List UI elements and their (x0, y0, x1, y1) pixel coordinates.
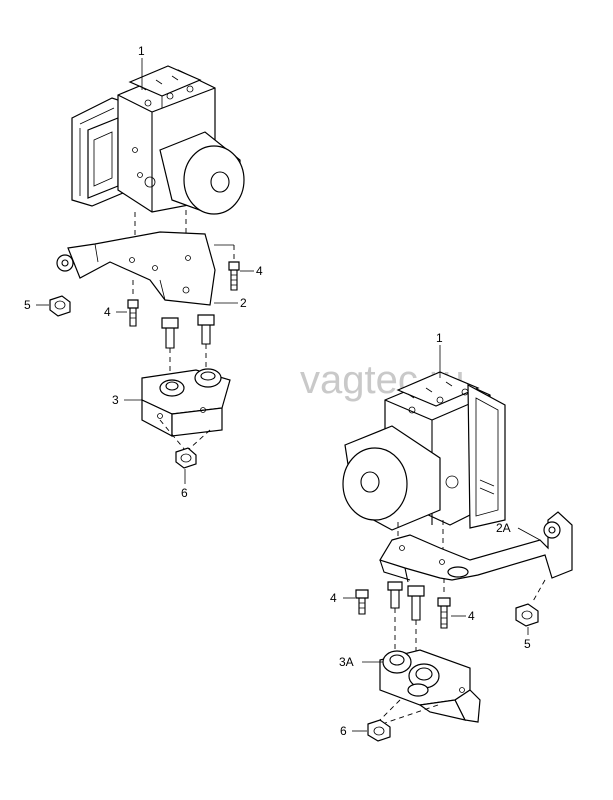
nut-upper (49, 295, 71, 317)
callout-4-top-right: 4 (256, 264, 263, 278)
callout-1-bottom: 1 (436, 331, 443, 345)
callout-6-bottom: 6 (340, 724, 347, 738)
callout-3a-bottom: 3A (339, 655, 354, 669)
abs-unit-upper (71, 65, 245, 215)
studs-lower (387, 581, 425, 621)
callout-2a-bottom: 2A (496, 521, 511, 535)
nut-6-upper (175, 447, 197, 469)
bracket-2a-lower (379, 511, 573, 583)
callout-5-bottom: 5 (524, 637, 531, 651)
callout-2-top: 2 (240, 296, 247, 310)
bolt-upper-right (228, 261, 240, 291)
bracket-3a-lower (379, 649, 481, 723)
bolt-upper-left (127, 299, 139, 327)
callout-5-top: 5 (24, 298, 31, 312)
bracket-3-upper (141, 368, 231, 437)
callout-3-top: 3 (112, 393, 119, 407)
callout-4-bottom-right: 4 (468, 609, 475, 623)
nut-lower (515, 603, 539, 627)
bolt-lower-right (437, 597, 451, 629)
callout-1-top: 1 (138, 44, 145, 58)
abs-unit-lower (342, 371, 506, 531)
bolt-lower-left (355, 589, 369, 615)
studs-upper (161, 314, 215, 349)
callout-4-top-left: 4 (104, 305, 111, 319)
bracket-upper (56, 231, 216, 306)
nut-6-lower (367, 719, 391, 742)
callout-6-top: 6 (181, 486, 188, 500)
callout-4-bottom-left: 4 (330, 591, 337, 605)
